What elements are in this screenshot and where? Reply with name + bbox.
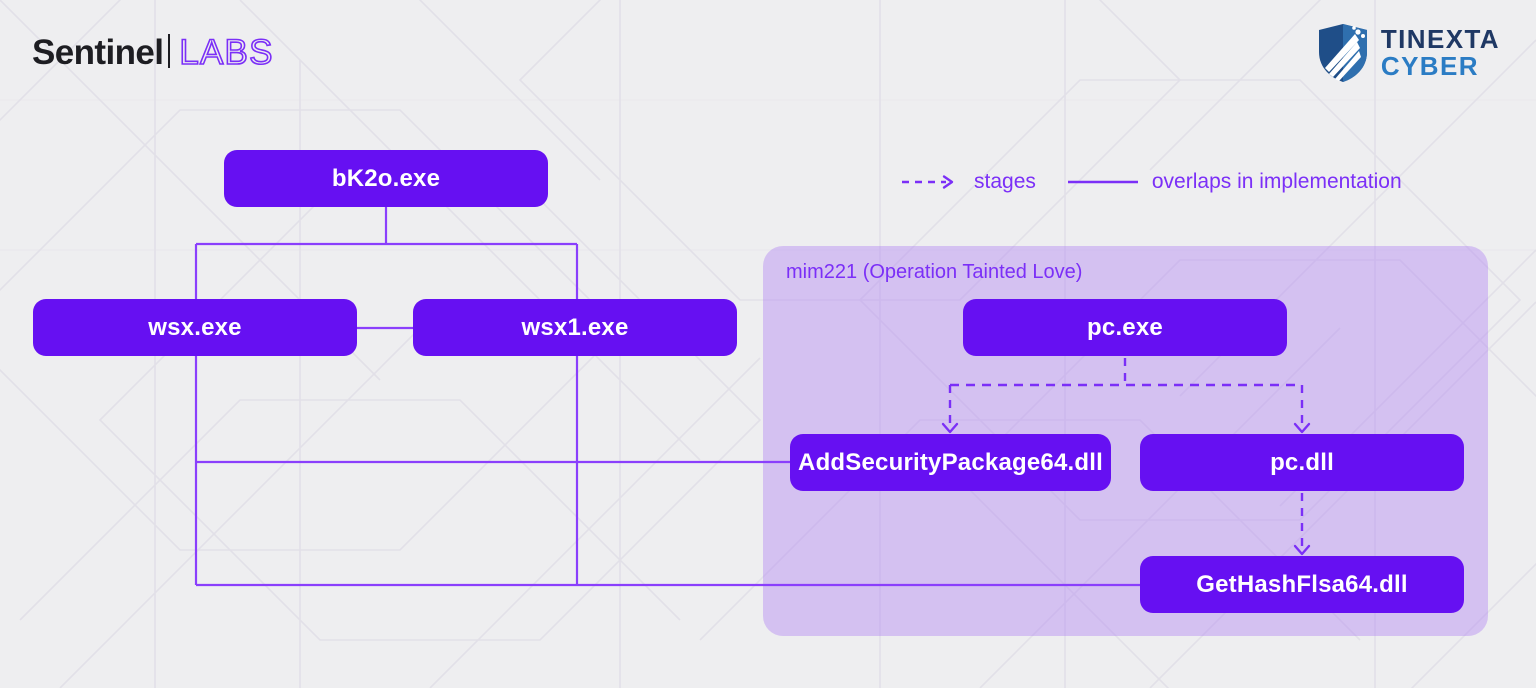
dashed-arrow-icon — [902, 175, 954, 189]
tinexta-cyber-logo: TINEXTA CYBER — [1315, 22, 1500, 84]
cyber-wordmark: CYBER — [1380, 51, 1479, 81]
tinexta-wordmark: TINEXTA — [1380, 24, 1500, 55]
sentinel-labs-logo: Sentinel LABS — [32, 30, 274, 72]
logo-divider — [168, 34, 171, 68]
legend-label-overlaps: overlaps in implementation — [1151, 170, 1402, 193]
node-wsx-exe[interactable]: wsx.exe — [33, 299, 357, 356]
node-addsecuritypackage64-dll[interactable]: AddSecurityPackage64.dll — [790, 434, 1111, 491]
node-pc-dll[interactable]: pc.dll — [1140, 434, 1464, 491]
legend: stages overlaps in implementation — [900, 170, 1402, 194]
node-gethashflsa64-dll[interactable]: GetHashFlsa64.dll — [1140, 556, 1464, 613]
solid-line-icon — [1067, 180, 1138, 184]
node-bk2o-exe[interactable]: bK2o.exe — [224, 150, 548, 207]
labs-wordmark: LABS — [179, 33, 274, 72]
legend-item-overlaps: overlaps in implementation — [1066, 170, 1402, 194]
node-pc-exe[interactable]: pc.exe — [963, 299, 1287, 356]
group-panel-label: mim221 (Operation Tainted Love) — [786, 261, 1083, 283]
legend-label-stages: stages — [974, 170, 1036, 193]
tinexta-shield-icon — [1318, 24, 1367, 82]
legend-item-stages: stages — [900, 170, 1036, 194]
node-wsx1-exe[interactable]: wsx1.exe — [413, 299, 737, 356]
sentinel-wordmark: Sentinel — [32, 33, 164, 72]
